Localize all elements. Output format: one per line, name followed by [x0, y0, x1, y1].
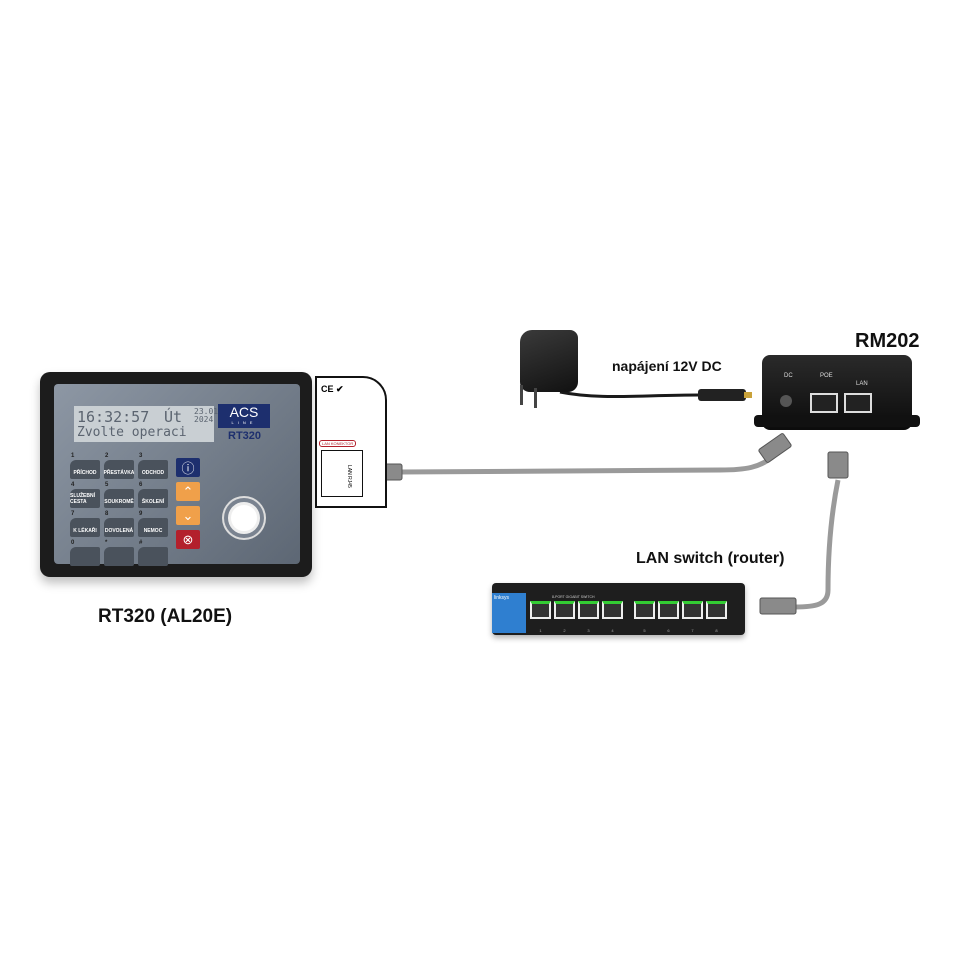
lan-cable-terminal	[399, 453, 777, 475]
key-label: SOUKROMĚ	[104, 499, 134, 505]
switch-port: 7	[682, 601, 703, 633]
connector-port: LAN RJ45	[346, 465, 352, 488]
ce-mark: CE ✔	[321, 384, 344, 394]
lan-cable-switch	[794, 479, 841, 610]
up-button[interactable]: ⌃	[176, 482, 200, 501]
key-number: *	[105, 540, 108, 546]
lan-connector-icon: LAN RJ45	[321, 450, 363, 497]
terminal-label: RT320 (AL20E)	[98, 606, 233, 627]
switch-label: LAN switch (router)	[636, 550, 785, 567]
mounting-flange	[754, 415, 920, 427]
key-label: K LÉKAŘI	[73, 528, 97, 534]
port-number: 4	[611, 628, 614, 633]
switch-port: 2	[554, 601, 575, 633]
connector-label: LAN KONEKTOR	[319, 440, 357, 447]
key-number: 9	[139, 511, 143, 517]
switch-brand-panel: linksys	[492, 593, 526, 633]
port-label-dc: DC	[784, 373, 793, 379]
port-label-lan: LAN	[856, 381, 868, 387]
rm202-module: DC POE LAN	[754, 355, 920, 430]
keypad-key[interactable]: #	[138, 540, 168, 566]
key-label: ŠKOLENÍ	[141, 499, 165, 505]
key-number: 3	[139, 453, 143, 459]
acs-logo: ACS LINE	[218, 404, 270, 428]
rfid-reader-icon	[228, 502, 260, 534]
key-number: 5	[105, 482, 109, 488]
key-label: NEMOC	[143, 528, 163, 534]
plug-pin	[534, 388, 537, 408]
switch-port: 4	[602, 601, 623, 633]
plug-pin	[520, 385, 523, 405]
key-number: 2	[105, 453, 109, 459]
key-label: ODCHOD	[141, 470, 165, 476]
key-number: 0	[71, 540, 75, 546]
lan-switch: linksys 8-PORT GIGABIT SWITCH 1 2 3 4 5 6 7 8	[492, 583, 745, 635]
port-number: 3	[587, 628, 590, 633]
switch-port: 1	[530, 601, 551, 633]
lcd-time: 16:32:57	[77, 408, 150, 426]
cancel-button[interactable]: ⊗	[176, 530, 200, 549]
key-label: PŘESTÁVKA	[103, 470, 135, 476]
port-label-poe: POE	[820, 373, 833, 379]
port-number: 7	[691, 628, 694, 633]
lcd-date: 23.01	[194, 407, 219, 416]
port-number: 6	[667, 628, 670, 633]
switch-brand: linksys	[494, 595, 510, 601]
switch-port: 8	[706, 601, 727, 633]
keypad-key[interactable]: 0	[70, 540, 100, 566]
rt320-terminal: 16:32:57 Út 23.01 2024 Zvolte operaci AC…	[40, 372, 312, 577]
info-button[interactable]: ⓘ	[176, 458, 200, 477]
poe-port	[810, 393, 838, 413]
switch-ports: 1 2 3 4 5 6 7 8	[530, 601, 727, 633]
keypad-key[interactable]: 7 K LÉKAŘI	[70, 511, 100, 537]
switch-port: 3	[578, 601, 599, 633]
connector-plate: CE ✔ LAN KONEKTOR LAN RJ45	[315, 376, 387, 508]
switch-port: 5	[634, 601, 655, 633]
lcd-day: Út	[164, 408, 183, 426]
port-number: 8	[715, 628, 718, 633]
key-number: 1	[71, 453, 75, 459]
lcd-prompt: Zvolte operaci	[77, 425, 187, 440]
key-number: #	[139, 540, 143, 546]
rm202-label: RM202	[855, 330, 920, 352]
key-number: 4	[71, 482, 75, 488]
key-number: 6	[139, 482, 143, 488]
switch-title: 8-PORT GIGABIT SWITCH	[552, 595, 595, 599]
key-number: 8	[105, 511, 109, 517]
power-cable	[559, 390, 701, 399]
lan-port	[844, 393, 872, 413]
port-number: 2	[563, 628, 566, 633]
dc-plug	[698, 389, 746, 401]
brand: ACS	[229, 404, 259, 420]
down-button[interactable]: ⌄	[176, 506, 200, 525]
lcd-display: 16:32:57 Út 23.01 2024 Zvolte operaci	[74, 406, 218, 442]
model-label: RT320	[228, 430, 262, 442]
keypad-key[interactable]: *	[104, 540, 134, 566]
power-label: napájení 12V DC	[612, 358, 722, 374]
power-adapter	[520, 330, 578, 392]
key-label: DOVOLENÁ	[104, 528, 134, 534]
key-label: SLUŽEBNÍ CESTA	[70, 493, 95, 505]
key-number: 7	[71, 511, 75, 517]
key-label: PŘÍCHOD	[73, 470, 97, 476]
brand-sub: LINE	[231, 420, 257, 425]
switch-port: 6	[658, 601, 679, 633]
terminal-face: 16:32:57 Út 23.01 2024 Zvolte operaci AC…	[54, 384, 300, 566]
port-number: 1	[539, 628, 542, 633]
dc-jack	[780, 395, 792, 407]
lcd-year: 2024	[194, 415, 214, 424]
port-number: 5	[643, 628, 646, 633]
